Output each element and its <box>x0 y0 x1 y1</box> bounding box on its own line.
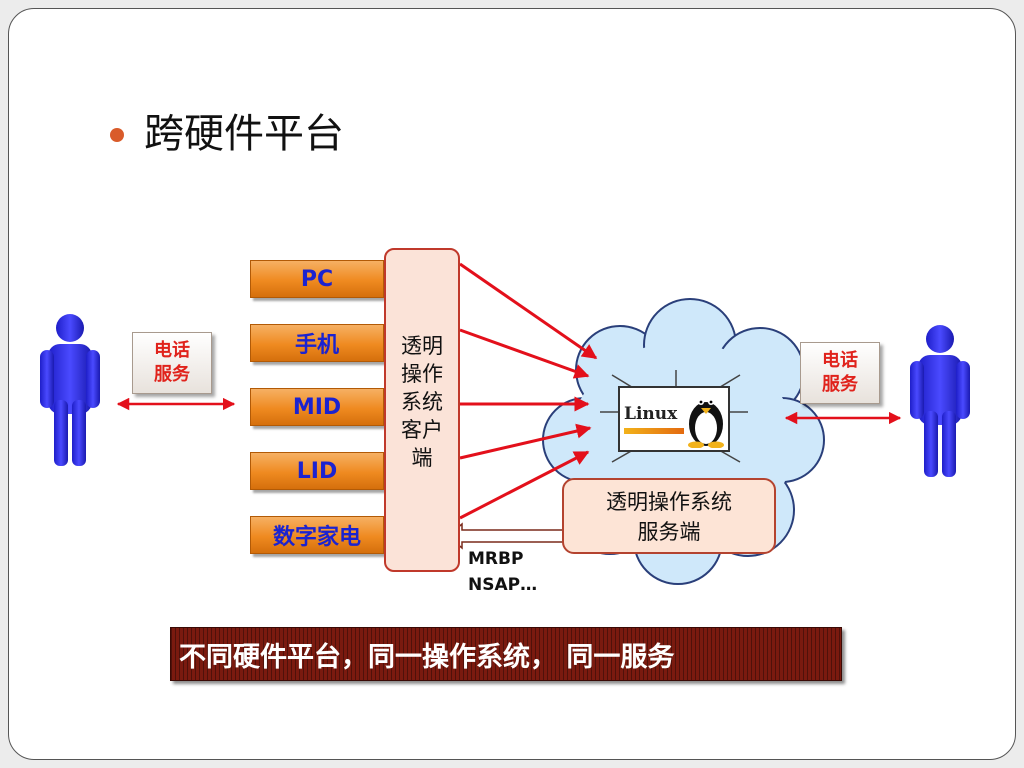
linux-logo-text: Linux <box>624 404 678 424</box>
person-left-icon <box>40 314 100 466</box>
arrow-phone <box>459 328 590 379</box>
linux-logo: Linux <box>618 386 730 452</box>
arrow-pc <box>459 262 598 360</box>
phone-service-left: 电话 服务 <box>132 332 212 394</box>
arrow-home <box>459 450 590 520</box>
person-right-icon <box>910 325 970 477</box>
device-home-appliance: 数字家电 <box>250 516 384 554</box>
bullet-icon <box>110 128 124 142</box>
protocol-label: MRBP NSAP… <box>468 549 538 595</box>
device-lid: LID <box>250 452 384 490</box>
device-phone: 手机 <box>250 324 384 362</box>
protocol-arrow <box>446 522 571 550</box>
phone-service-right: 电话 服务 <box>800 342 880 404</box>
penguin-icon <box>688 399 724 448</box>
device-pc: PC <box>250 260 384 298</box>
client-box: 透明 操作 系统 客户 端 <box>384 248 460 572</box>
summary-banner: 不同硬件平台，同一操作系统， 同一服务 <box>170 627 842 681</box>
device-mid: MID <box>250 388 384 426</box>
page-title: 跨硬件平台 <box>144 111 344 157</box>
client-label: 透明 操作 系统 客户 端 <box>401 334 443 470</box>
linux-logo-swoosh <box>624 428 684 434</box>
client-arrows <box>459 262 598 520</box>
server-box: 透明操作系统 服务端 <box>562 478 776 554</box>
arrow-lid <box>459 423 592 460</box>
